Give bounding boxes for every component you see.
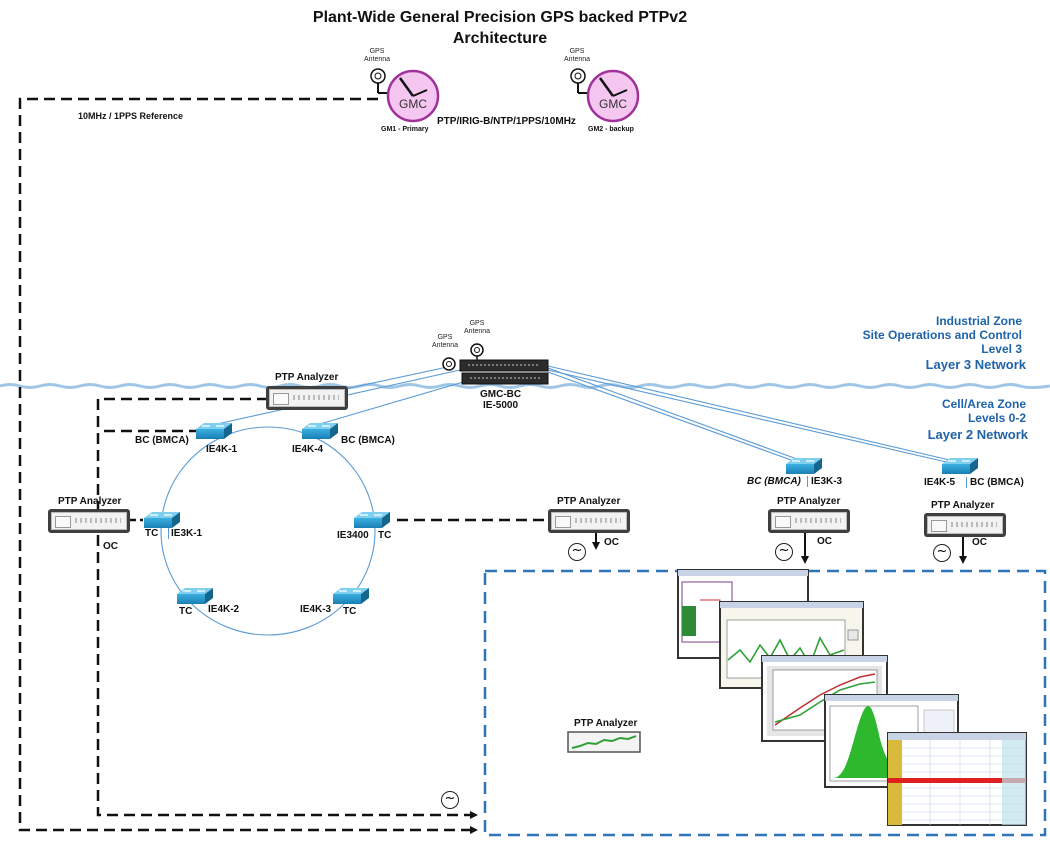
ptp-analyzer-ie3k3-oc: OC: [817, 536, 832, 547]
cell-zone-line-2: Levels 0-2: [967, 411, 1026, 425]
ptp-analyzer-ie3k3-label: PTP Analyzer: [777, 496, 841, 507]
ptp-analyzer-mid-label: PTP Analyzer: [557, 496, 621, 507]
ie3k3-label: IE3K-3: [807, 476, 842, 487]
gm1-caption: GM1 - Primary: [381, 126, 429, 133]
network-links: [160, 365, 959, 636]
ptp-analyzer-thumbnail: [567, 731, 641, 753]
ptp-analyzer-software-label: PTP Analyzer: [574, 718, 638, 729]
ptp-analyzer-ie3k3: [768, 509, 850, 533]
ie3k1-tc-label: TC: [145, 528, 159, 539]
zone-divider: [0, 383, 1050, 389]
ie4k2-label: IE4K-2: [208, 604, 240, 615]
ie4k3-switch-icon: [333, 588, 369, 604]
ie4k1-label: IE4K-1: [206, 444, 238, 455]
oscillator-icon-bottom: ~: [441, 791, 459, 809]
ie3k3-switch-icon: [786, 458, 822, 474]
gm2-caption: GM2 - backup: [588, 126, 634, 133]
ie4k4-label: IE4K-4: [292, 444, 324, 455]
gm1-gmc-label: GMC: [399, 97, 427, 111]
ie4k4-bc-label: BC (BMCA): [341, 435, 395, 446]
ie4k3-tc-label: TC: [343, 606, 357, 617]
gm1-clock-icon: [370, 68, 440, 123]
ptp-analyzer-top: [266, 386, 348, 410]
ie4k5-bc-label: BC (BMCA): [966, 477, 1024, 488]
gps-antenna-label-bc-2: GPS Antenna: [463, 320, 491, 335]
ie4k5-switch-icon: [942, 458, 978, 474]
title-line-2: Architecture: [452, 30, 548, 47]
screenshot-stack: [677, 569, 1027, 826]
ptp-analyzer-top-label: PTP Analyzer: [275, 372, 339, 383]
ie4k3-label: IE4K-3: [300, 604, 332, 615]
industrial-zone-line-1: Industrial Zone: [935, 314, 1022, 328]
ie4k5-label: IE4K-5: [924, 477, 956, 488]
ie3k1-label: IE3K-1: [168, 528, 202, 539]
page-title: Plant-Wide General Precision GPS backed …: [270, 7, 730, 49]
ie4k2-switch-icon: [177, 588, 213, 604]
gm2-gmc-label: GMC: [599, 97, 627, 111]
gmc-bc-ie5000-icon: [442, 343, 549, 385]
ie4k1-switch-icon: [196, 423, 232, 439]
gmc-bc-line-1: GMC-BC: [480, 389, 522, 400]
cell-zone-label: Cell/Area Zone Levels 0-2: [942, 397, 1026, 425]
gmc-bc-line-2: IE-5000: [483, 400, 519, 411]
gps-antenna-label-bc-1: GPS Antenna: [431, 334, 459, 349]
layer2-network-label: Layer 2 Network: [927, 427, 1028, 442]
ie3400-switch-icon: [354, 512, 390, 528]
oscillator-icon-mid: ~: [568, 543, 586, 561]
layer3-network-label: Layer 3 Network: [925, 357, 1026, 372]
ptp-analyzer-left-oc: OC: [103, 541, 118, 552]
ie3400-tc-label: TC: [378, 530, 392, 541]
gmc-protocols-label: PTP/IRIG-B/NTP/1PPS/10MHz: [437, 116, 576, 127]
reference-dashed-line: [18, 97, 478, 834]
ptp-analyzer-left-label: PTP Analyzer: [58, 496, 122, 507]
cell-zone-line-1: Cell/Area Zone: [941, 397, 1026, 411]
ptp-analyzer-mid: [548, 509, 630, 533]
title-line-1: Plant-Wide General Precision GPS backed …: [312, 9, 688, 26]
oscillator-icon-ie4k5: ~: [933, 544, 951, 562]
ptp-analyzer-mid-oc: OC: [604, 537, 619, 548]
ie3k3-bc-label: BC (BMCA): [747, 476, 801, 487]
oscillator-icon-ie3k3: ~: [775, 543, 793, 561]
ptp-analyzer-ie4k5-label: PTP Analyzer: [931, 500, 995, 511]
reference-label: 10MHz / 1PPS Reference: [78, 111, 184, 121]
ie3400-label: IE3400: [337, 530, 369, 541]
ie4k1-bc-label: BC (BMCA): [135, 435, 189, 446]
analyzer-dashed-line-top: [96, 397, 478, 819]
ptp-analyzer-ie4k5: [924, 513, 1006, 537]
gps-antenna-label-gm1: GPS Antenna: [363, 48, 391, 63]
gmc-bc-label: GMC-BC IE-5000: [480, 389, 521, 411]
ie4k2-tc-label: TC: [179, 606, 193, 617]
gps-antenna-label-gm2: GPS Antenna: [563, 48, 591, 63]
ptp-analyzer-ie4k5-oc: OC: [972, 537, 987, 548]
industrial-zone-line-2: Site Operations and Control: [862, 328, 1022, 342]
gm2-clock-icon: [570, 68, 640, 123]
ie3k1-switch-icon: [144, 512, 180, 528]
analysis-region: [483, 569, 1047, 837]
ie4k4-switch-icon: [302, 423, 338, 439]
industrial-zone-line-3: Level 3: [981, 342, 1022, 356]
industrial-zone-label: Industrial Zone Site Operations and Cont…: [863, 314, 1022, 356]
ptp-analyzer-left: [48, 509, 130, 533]
